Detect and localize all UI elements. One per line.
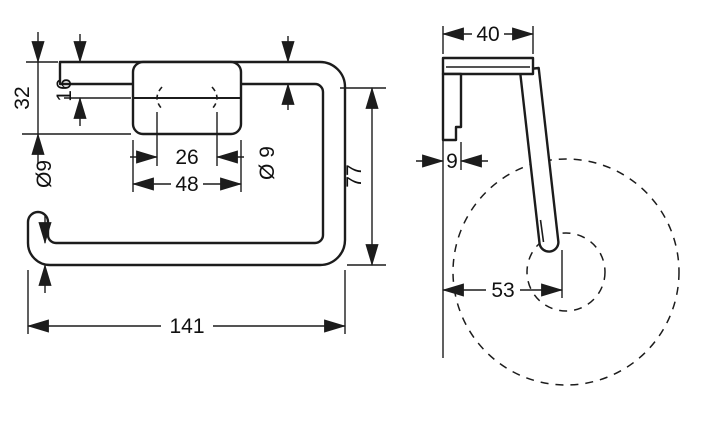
- dim-hole-spacing-label: 26: [175, 146, 198, 169]
- dim-plate-outer-width-label: 48: [175, 173, 198, 196]
- dim-depth: 40: [441, 23, 535, 54]
- dim-bar-diameter-left-label: Ø9: [33, 160, 56, 188]
- dim-bar-diameter-right-label: Ø 9: [256, 146, 279, 180]
- dim-hole-spacing: 26: [130, 112, 244, 169]
- dim-plate-height: 32: [11, 32, 131, 164]
- holder-outline: [26, 60, 347, 267]
- holder-bar-path: [26, 60, 347, 267]
- dim-text-mask: [171, 173, 203, 194]
- dim-depth-label: 40: [476, 23, 499, 46]
- arm-outline: [518, 66, 560, 253]
- dim-plate-top-section-label: 16: [53, 78, 76, 101]
- dim-total-height: 77: [340, 86, 386, 267]
- dim-plate-top-section: 16: [53, 34, 131, 126]
- dim-text-mask: [472, 23, 504, 44]
- side-view: 40 9 53: [416, 23, 680, 386]
- dim-bar-diameter-right: Ø 9: [256, 36, 295, 180]
- dim-total-height-label: 77: [343, 164, 366, 187]
- dim-total-width: 141: [26, 270, 347, 338]
- dim-wall-plate-thickness: 9: [416, 142, 488, 173]
- holder-profile: [441, 56, 560, 253]
- roll-outer-circle: [452, 158, 680, 386]
- dim-roll-center-offset-label: 53: [491, 279, 514, 302]
- dim-text-mask: [161, 314, 213, 337]
- roll-core-circle: [526, 232, 606, 312]
- arm-bend-line: [539, 219, 545, 243]
- dim-bar-diameter-left: Ø9: [33, 160, 56, 293]
- dim-wall-plate-thickness-label: 9: [446, 150, 458, 173]
- dim-text-mask: [486, 279, 520, 300]
- mounting-plate: [131, 60, 243, 136]
- dim-plate-outer-width: 48: [131, 140, 243, 196]
- paper-roll-outline: [452, 158, 680, 386]
- dim-roll-center-offset: 53: [441, 250, 564, 302]
- hidden-hole-right: [211, 86, 218, 110]
- top-plate-outline: [441, 56, 535, 76]
- hidden-hole-left: [156, 86, 163, 110]
- front-view: 141 48 26 32: [11, 32, 386, 338]
- wall-plate-outline: [441, 72, 463, 142]
- dim-total-width-label: 141: [169, 315, 204, 338]
- dim-plate-height-label: 32: [11, 86, 34, 109]
